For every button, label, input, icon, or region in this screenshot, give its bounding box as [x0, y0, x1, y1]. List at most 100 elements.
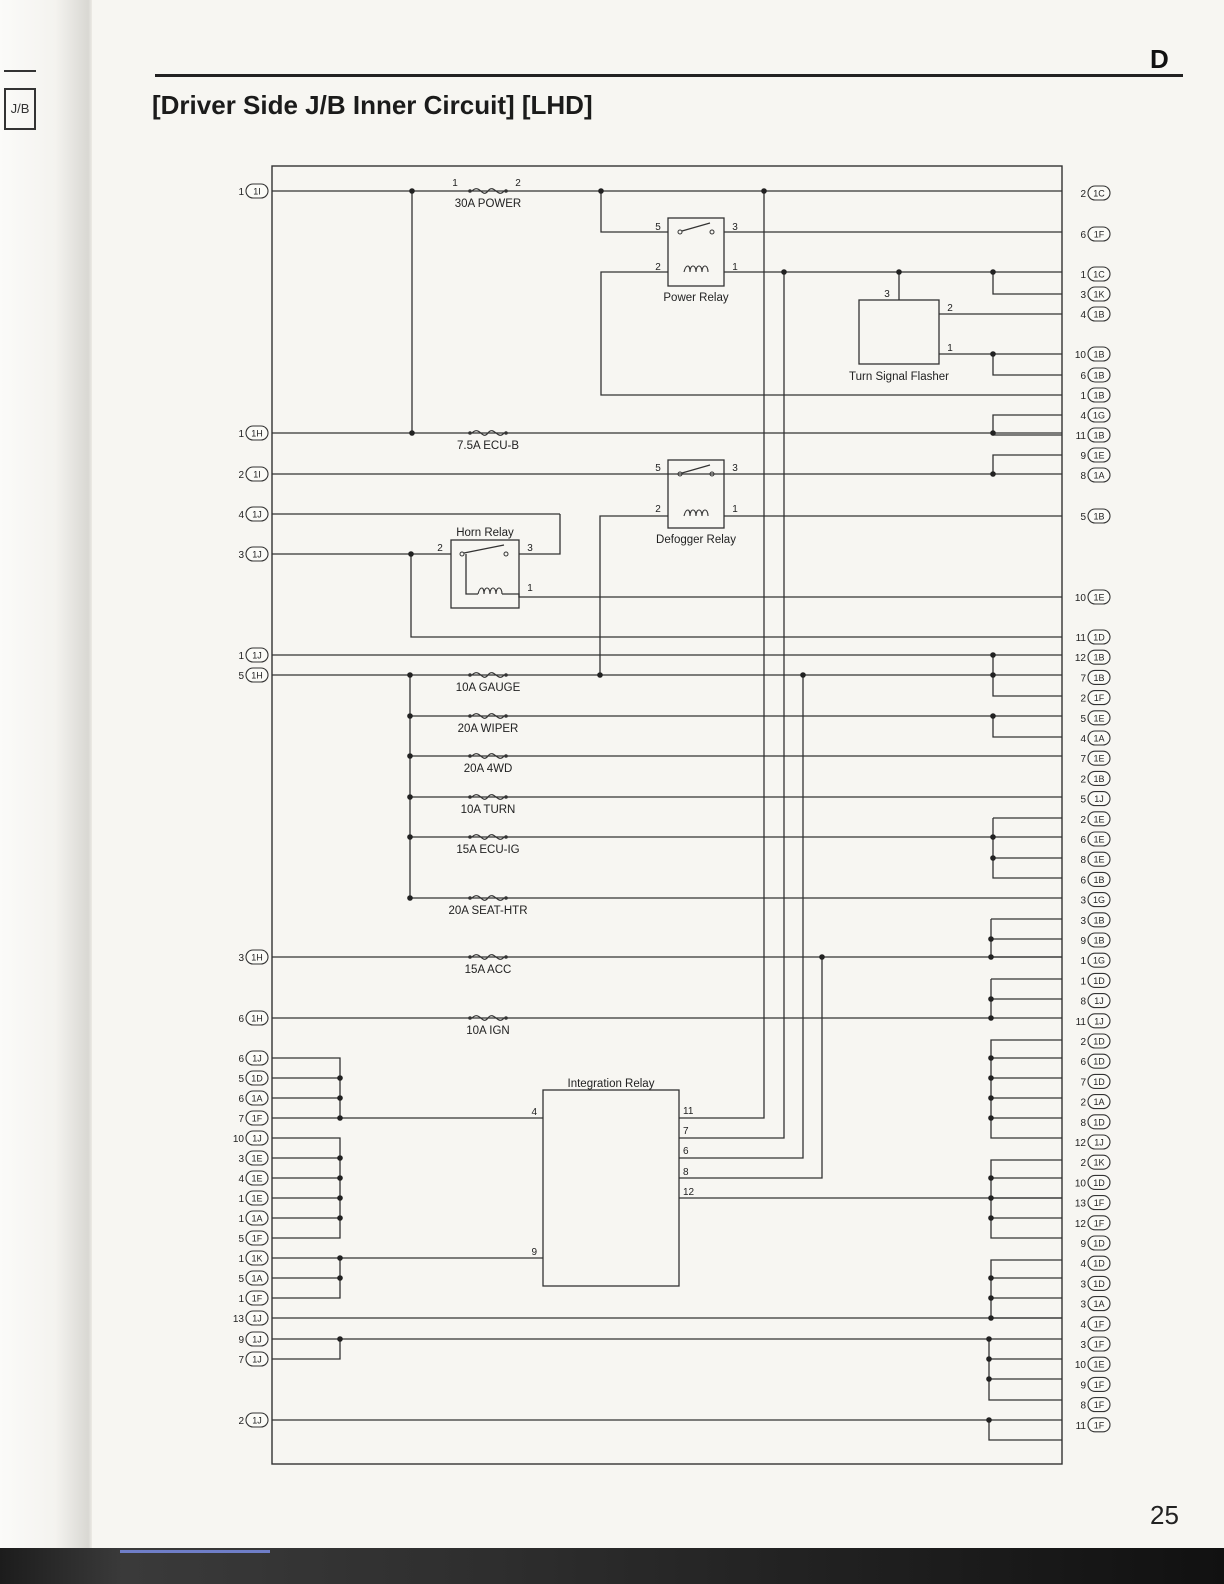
junction-dot: [990, 652, 996, 658]
connector-pin-number: 1: [238, 429, 244, 440]
connector-id: 1J: [1094, 1016, 1104, 1026]
fuse-terminal: [504, 955, 508, 959]
switch-contact: [459, 551, 465, 557]
wire: [272, 1137, 341, 1239]
connector-pin-number: 6: [238, 1094, 244, 1105]
side-tab-box: J/B: [4, 88, 36, 130]
fuse-terminal: [504, 835, 508, 839]
fuse-terminal: [504, 714, 508, 718]
connector-id: 1G: [1093, 411, 1105, 421]
connector-id: 1J: [252, 1335, 262, 1345]
page-number: 25: [1150, 1500, 1179, 1530]
connector-id: 1D: [1093, 1279, 1105, 1289]
page-title: [Driver Side J/B Inner Circuit] [LHD]: [152, 90, 593, 120]
wire: [465, 554, 478, 595]
fuse-terminal: [468, 955, 472, 959]
junction-dot: [986, 1336, 992, 1342]
coil-symbol: [683, 509, 709, 517]
connector-id: 1D: [1093, 1117, 1105, 1127]
connector-oval: [245, 1230, 269, 1246]
connector-id: 1A: [251, 1094, 262, 1104]
relay-body: [667, 217, 725, 287]
connector-pin-number: 3: [1080, 1340, 1086, 1351]
wire: [992, 716, 1062, 738]
connector-pin-number: 2: [238, 1416, 244, 1427]
relay-pin: 5: [655, 463, 661, 474]
connector-pin-number: 1: [1080, 391, 1086, 402]
connector-id: 1I: [253, 187, 261, 197]
connector-oval: [245, 647, 269, 663]
relay-pin: 2: [655, 262, 661, 273]
connector-oval: [1087, 1296, 1111, 1312]
junction-dot: [988, 996, 994, 1002]
junction-dot: [990, 430, 996, 436]
connector-oval: [1087, 932, 1111, 948]
connector-pin-number: 5: [238, 1074, 244, 1085]
junction-dot: [988, 1215, 994, 1221]
integration-relay-pin: 7: [683, 1126, 689, 1137]
connector-oval: [1087, 952, 1111, 968]
connector-pin-number: 6: [238, 1054, 244, 1065]
junction-dot: [781, 269, 787, 275]
connector-id: 1A: [1093, 734, 1104, 744]
connector-id: 1F: [1094, 1420, 1105, 1430]
connector-id: 1C: [1093, 189, 1105, 199]
junction-dot: [990, 834, 996, 840]
connector-oval: [245, 1270, 269, 1286]
fuse-terminal: [468, 896, 472, 900]
connector-oval: [245, 1290, 269, 1306]
junction-dot: [337, 1095, 343, 1101]
connector-pin-number: 7: [238, 1114, 244, 1125]
side-tab-label: J/B: [10, 101, 30, 116]
connector-oval: [245, 1190, 269, 1206]
connector-pin-number: 3: [238, 550, 244, 561]
wire: [272, 1258, 341, 1299]
junction-dot: [990, 713, 996, 719]
relay-pin: 3: [527, 543, 533, 554]
junction-dot: [408, 551, 414, 557]
coil-symbol: [477, 587, 503, 595]
connector-id: 1E: [1093, 451, 1104, 461]
junction-dot: [800, 672, 806, 678]
connector-id: 1B: [1093, 431, 1104, 441]
connector-oval: [1087, 1053, 1111, 1069]
junction-dot: [990, 471, 996, 477]
junction-dot: [337, 1075, 343, 1081]
wire: [992, 818, 1062, 879]
connector-pin-number: 4: [1080, 411, 1086, 422]
binding-shadow: [0, 0, 92, 1584]
connector-id: 1B: [1093, 774, 1104, 784]
connector-pin-number: 3: [1080, 1300, 1086, 1311]
connector-pin-number: 3: [238, 1154, 244, 1165]
connector-pin-number: 6: [1080, 371, 1086, 382]
connector-oval: [1087, 367, 1111, 383]
wire: [679, 191, 765, 1119]
connector-oval: [1087, 1154, 1111, 1170]
junction-dot: [407, 753, 413, 759]
connector-oval: [1087, 1255, 1111, 1271]
connector-id: 1F: [1094, 1400, 1105, 1410]
connector-oval: [1087, 447, 1111, 463]
connector-pin-number: 2: [1080, 815, 1086, 826]
connector-oval: [1087, 1073, 1111, 1089]
connector-pin-number: 2: [238, 470, 244, 481]
